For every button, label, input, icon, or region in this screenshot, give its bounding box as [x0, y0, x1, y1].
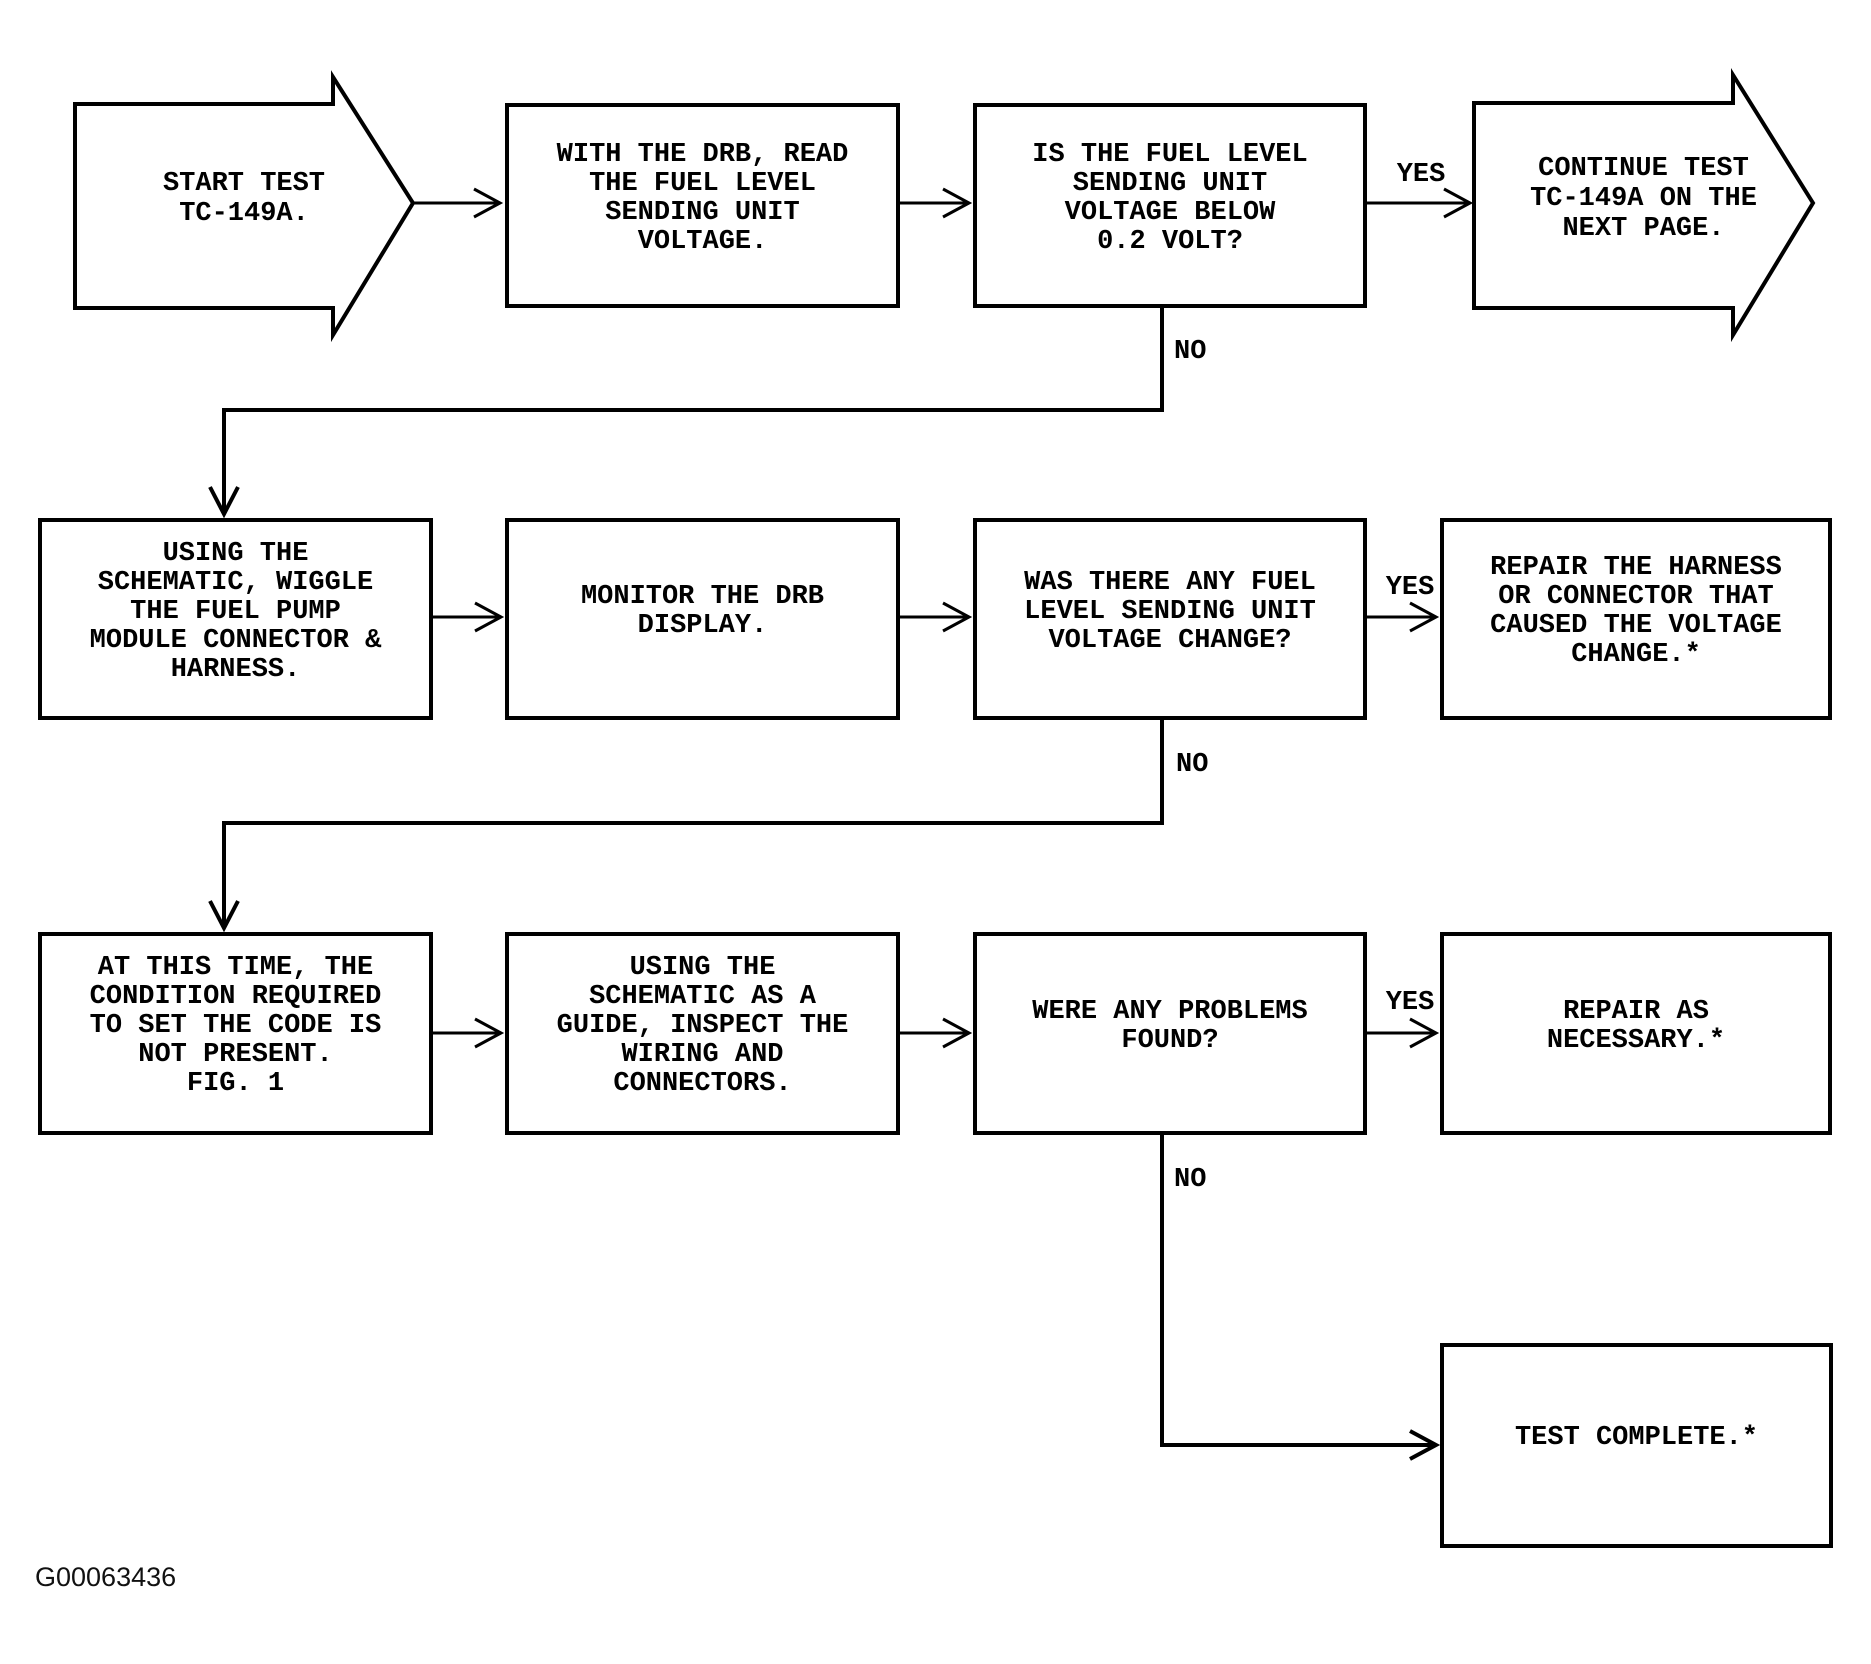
edge-label-no-2: NO [1176, 750, 1209, 780]
node-monitor-drb-display: MONITOR THE DRB DISPLAY. [505, 518, 900, 720]
edge-start-to-read-voltage [413, 187, 504, 219]
edge-label-yes-1: YES [1396, 160, 1446, 190]
node-repair-as-necessary: REPAIR AS NECESSARY.* [1440, 932, 1832, 1135]
edge-yes-voltage-below-to-continue [1367, 187, 1474, 219]
node-repair-harness: REPAIR THE HARNESS OR CONNECTOR THAT CAU… [1440, 518, 1832, 720]
edge-inspect-to-problems [900, 1017, 973, 1049]
node-wiggle-harness: USING THE SCHEMATIC, WIGGLE THE FUEL PUM… [38, 518, 433, 720]
edge-wiggle-to-monitor [433, 601, 505, 633]
node-continue-test: CONTINUE TEST TC-149A ON THE NEXT PAGE. [1530, 153, 1757, 244]
edge-yes-problems-to-repair-necessary [1367, 1017, 1440, 1049]
edge-read-voltage-to-voltage-below [900, 187, 973, 219]
node-inspect-wiring: USING THE SCHEMATIC AS A GUIDE, INSPECT … [505, 932, 900, 1135]
node-start-test: START TEST TC-149A. [162, 169, 326, 229]
edge-label-yes-3: YES [1385, 988, 1435, 1018]
figure-code: G00063436 [35, 1562, 177, 1592]
start-terminator-shape [73, 70, 416, 343]
edge-no-voltage-change-to-condition [208, 720, 1164, 933]
node-problems-found-question: WERE ANY PROBLEMS FOUND? [973, 932, 1367, 1135]
edge-monitor-to-voltage-change [900, 601, 973, 633]
node-test-complete: TEST COMPLETE.* [1440, 1343, 1833, 1548]
edge-label-yes-2: YES [1385, 573, 1435, 603]
edge-label-no-1: NO [1174, 337, 1207, 367]
continue-terminator-shape [1472, 68, 1816, 343]
edge-label-no-3: NO [1174, 1165, 1207, 1195]
edge-yes-voltage-change-to-repair [1367, 601, 1440, 633]
node-voltage-change-question: WAS THERE ANY FUEL LEVEL SENDING UNIT VO… [973, 518, 1367, 720]
node-condition-not-present: AT THIS TIME, THE CONDITION REQUIRED TO … [38, 932, 433, 1135]
node-read-fuel-level-voltage: WITH THE DRB, READ THE FUEL LEVEL SENDIN… [505, 103, 900, 308]
node-voltage-below-question: IS THE FUEL LEVEL SENDING UNIT VOLTAGE B… [973, 103, 1367, 308]
edge-condition-to-inspect [433, 1017, 505, 1049]
edge-no-problems-to-test-complete [1160, 1135, 1441, 1461]
edge-no-voltage-below-to-wiggle [208, 308, 1164, 519]
